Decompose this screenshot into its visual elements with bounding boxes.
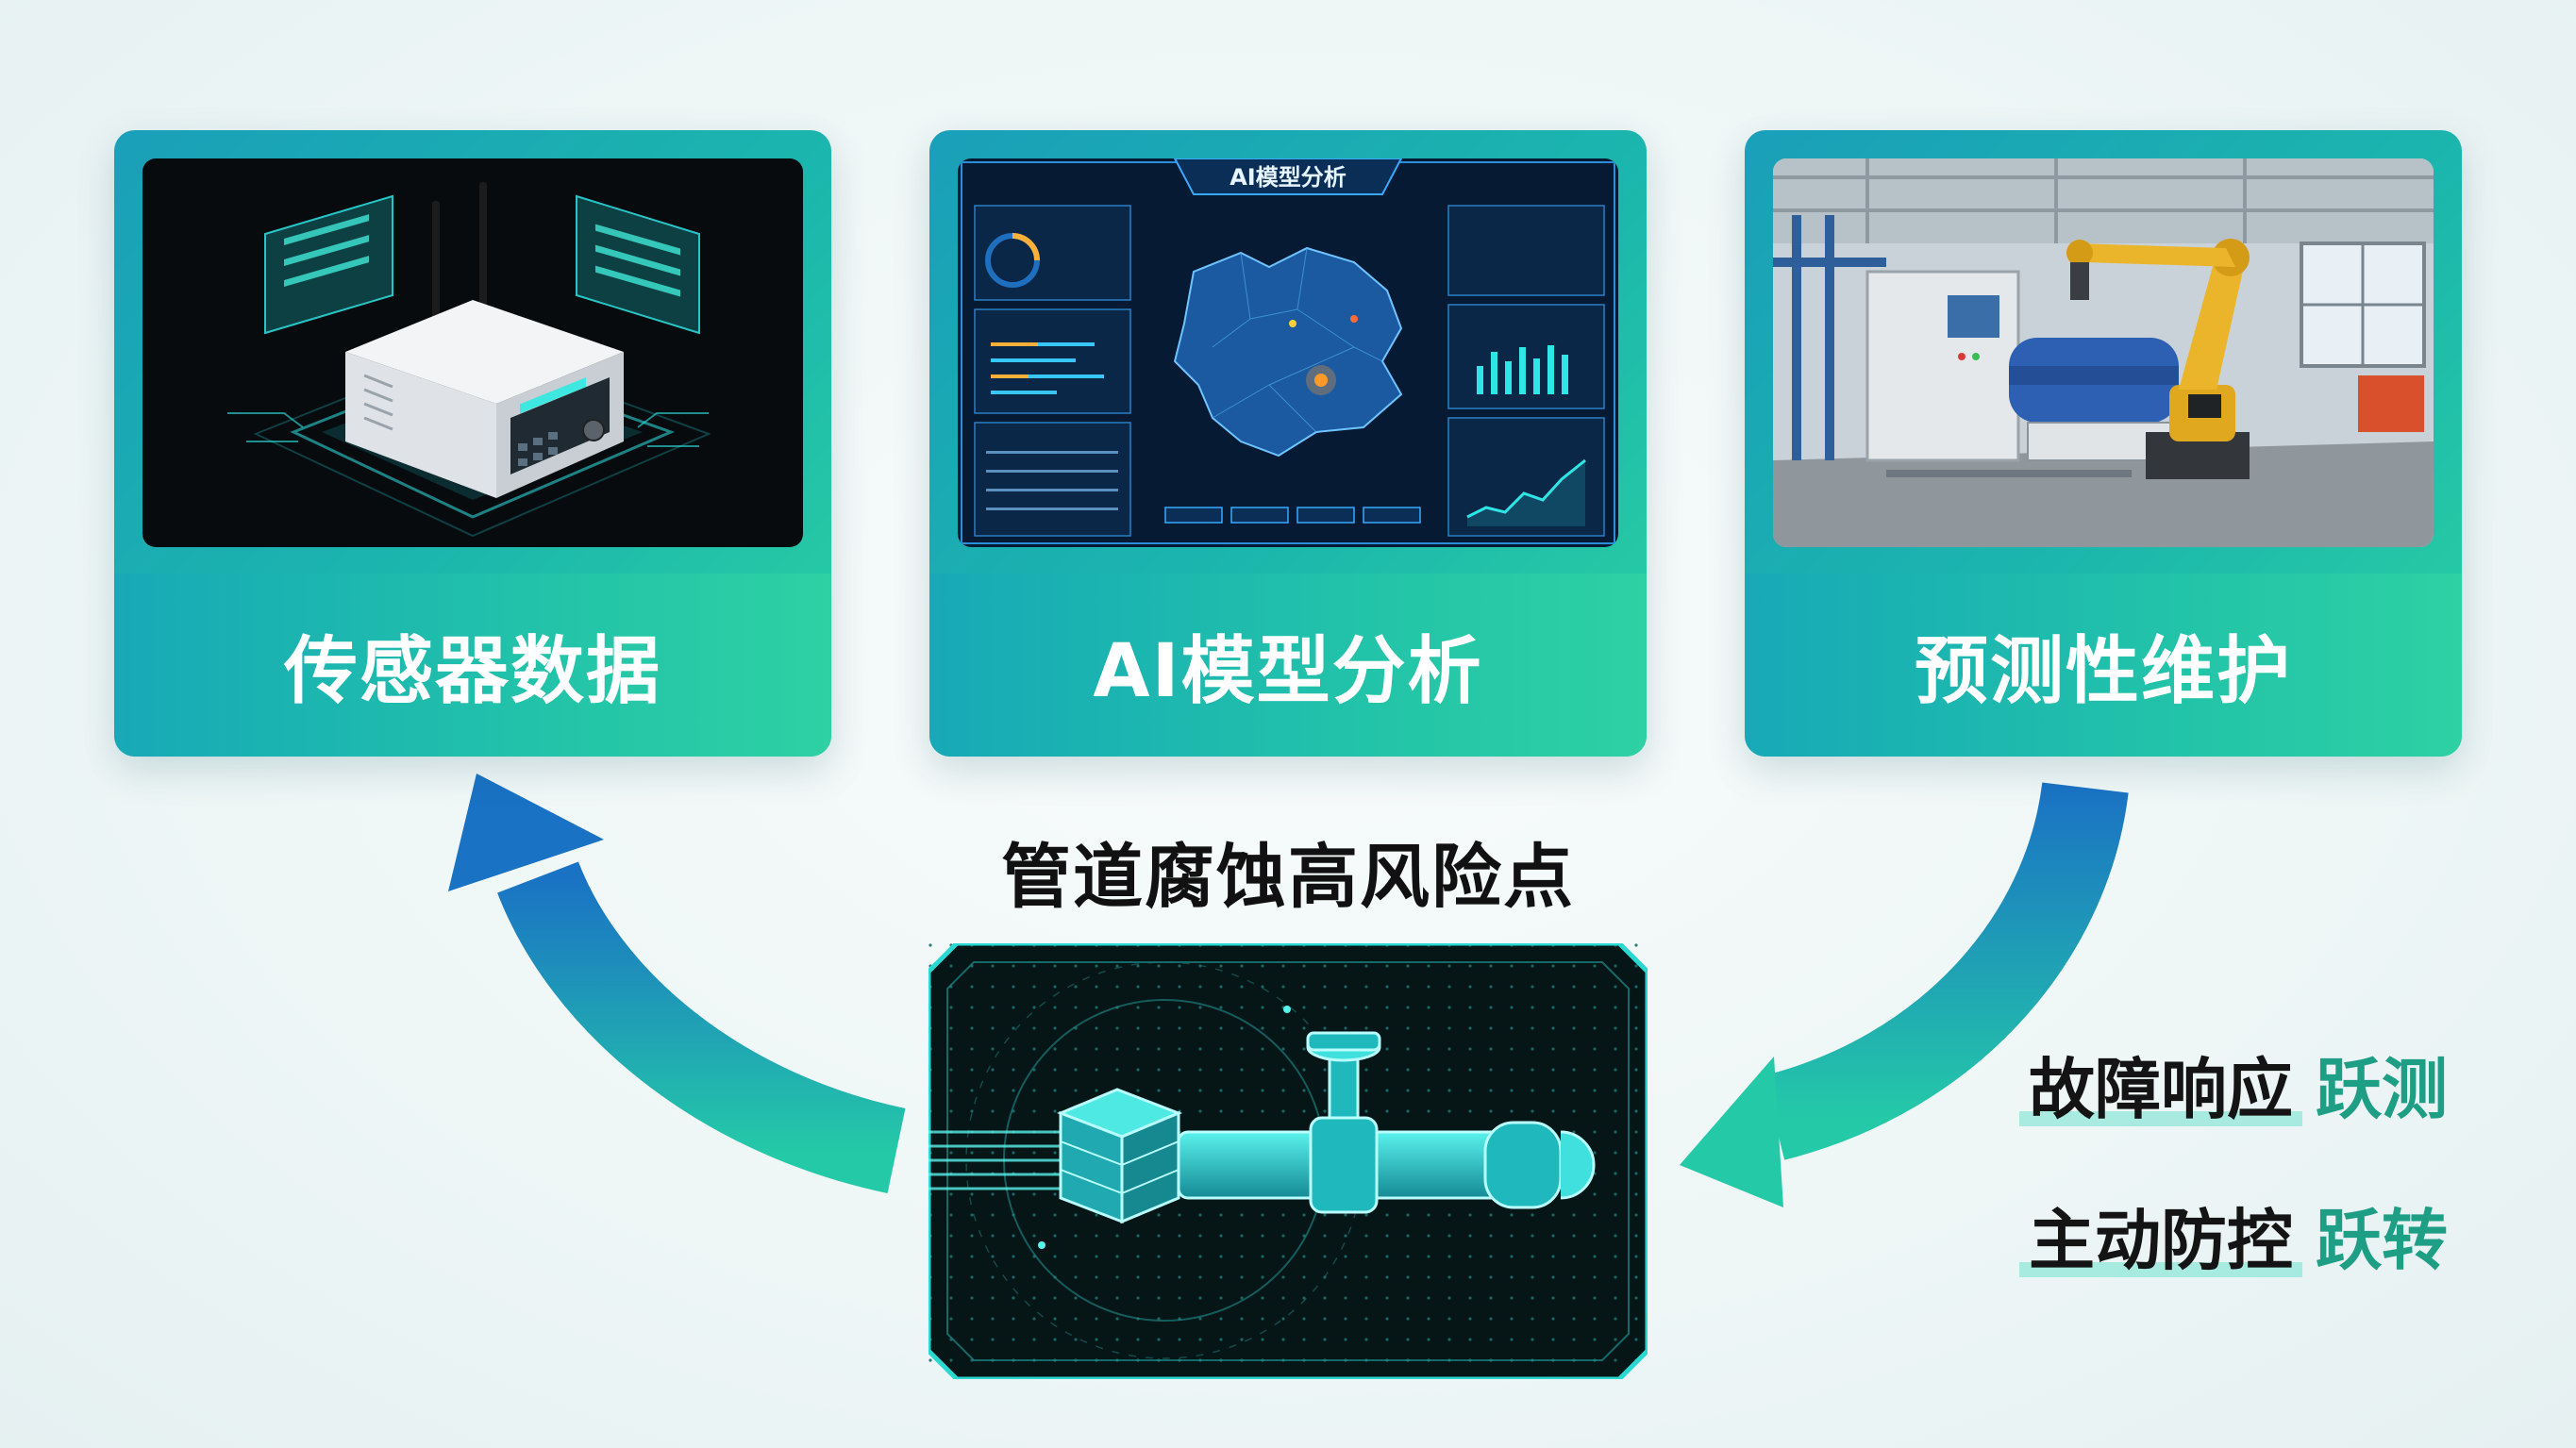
card-sensor-data: 传感器数据 — [114, 130, 831, 757]
cycle-arrow-icon — [448, 774, 906, 1194]
statement-text: 故障响应 — [2019, 1038, 2302, 1141]
label-band — [1745, 574, 2462, 757]
statement-active-control: 主动防控跃转 — [2019, 1189, 2567, 1292]
card-title: 预测性维护 — [1914, 629, 2292, 714]
sensor-image — [142, 158, 803, 547]
dashboard-title: AI模型分析 — [1229, 164, 1347, 191]
card-predictive-maintenance: 预测性维护 — [1745, 130, 2462, 757]
card-title: 传感器数据 — [283, 629, 661, 714]
router-device-icon — [142, 158, 803, 547]
pipe-valve-icon — [928, 943, 1648, 1379]
center-title: 管道腐蚀高风险点 — [1001, 837, 1575, 918]
factory-image — [1773, 158, 2434, 547]
dashboard-image: AI模型分析 — [958, 158, 1618, 547]
robot-arm-icon — [1773, 158, 2434, 547]
cycle-arrow-icon — [1680, 781, 2129, 1207]
side-statements: 故障响应跃测 主动防控跃转 — [2019, 1038, 2567, 1292]
statement-fault-response: 故障响应跃测 — [2019, 1038, 2567, 1141]
statement-accent: 跃转 — [2316, 1202, 2448, 1279]
card-title: AI模型分析 — [1093, 629, 1483, 714]
card-ai-analysis: AI模型分析 — [929, 130, 1647, 757]
label-band — [929, 574, 1647, 757]
label-band — [114, 574, 831, 757]
statement-accent: 跃测 — [2316, 1051, 2448, 1128]
statement-text: 主动防控 — [2019, 1189, 2302, 1292]
dashboard-map-icon: AI模型分析 — [958, 158, 1618, 547]
